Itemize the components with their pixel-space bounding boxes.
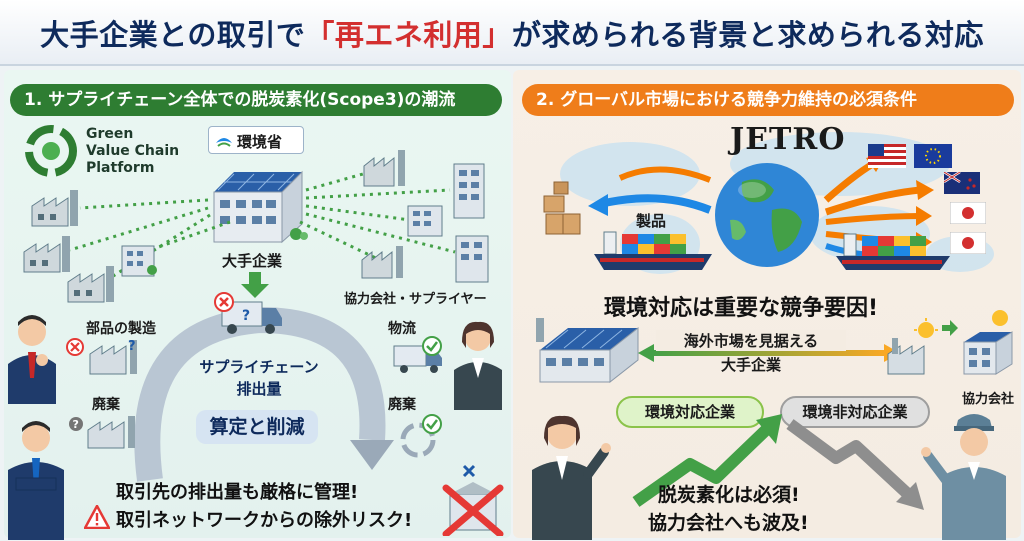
gvc-line-1: Green xyxy=(86,126,134,142)
title-prefix: 大手企業との取引で xyxy=(40,18,306,52)
cargo-boxes-icon xyxy=(543,181,581,235)
businessman-thinking-icon xyxy=(8,315,56,404)
supplier-office-icon xyxy=(121,245,157,277)
supplier-tower-icon xyxy=(453,163,485,219)
disposal-right-label: 廃棄 xyxy=(388,397,416,413)
partner-label: 協力会社 xyxy=(962,392,1015,407)
ministry-badge: 環境省 xyxy=(208,126,304,154)
check-icon xyxy=(422,336,442,356)
non-eco-company-pill: 環境非対応企業 xyxy=(780,396,930,428)
jetro-logo: JETRO xyxy=(730,122,846,157)
factory-icon xyxy=(87,416,135,449)
supplier-connection-lines xyxy=(69,170,456,280)
competitive-factor-headline: 環境対応は重要な競争要因! xyxy=(604,296,879,321)
supplier-factory-icon xyxy=(67,266,114,303)
supplier-factory-icon xyxy=(363,150,405,187)
cargo-ship-icon xyxy=(594,231,712,270)
suppliers-label: 協力会社・サプライヤー xyxy=(344,292,487,307)
supplier-factory-icon xyxy=(31,190,78,227)
gvc-line-2: Value Chain xyxy=(86,143,180,159)
gvc-line-3: Platform xyxy=(86,160,155,176)
eco-company-pill: 環境対応企業 xyxy=(616,396,764,428)
title-bar: 大手企業との取引で「再エネ利用」が求められる背景と求められる対応 xyxy=(0,0,1024,66)
down-arrow-icon xyxy=(241,272,269,298)
title-suffix: が求められる背景と求められる対応 xyxy=(511,18,984,52)
right-message-1: 脱炭素化は必須! xyxy=(658,484,800,506)
gvc-logo-text: Green Value Chain Platform xyxy=(86,126,179,177)
page-title: 大手企業との取引で「再エネ利用」が求められる背景と求められる対応 xyxy=(0,12,1024,54)
big-company-label: 大手企業 xyxy=(222,252,283,270)
right-message-2: 協力会社へも波及! xyxy=(648,512,809,534)
question-icon: ? xyxy=(69,417,83,431)
product-label: 製品 xyxy=(636,212,667,230)
parts-manufacturing-label: 部品の製造 xyxy=(86,321,156,337)
businesswoman-icon xyxy=(454,321,502,410)
cargo-ship-icon xyxy=(836,233,950,270)
supplier-factory-icon xyxy=(361,246,403,279)
solar-factory-icon xyxy=(536,318,639,384)
supplier-factory-icon xyxy=(23,236,70,273)
warning-icon xyxy=(84,505,110,529)
ministry-icon xyxy=(216,138,232,147)
supplier-tower-icon xyxy=(455,235,489,283)
partner-factory-icon xyxy=(887,318,938,375)
ministry-label: 環境省 xyxy=(237,133,283,151)
businessman-icon xyxy=(8,421,64,540)
cycle-title-line-1: サプライチェーン xyxy=(199,358,319,376)
left-panel-header: 1. サプライチェーン全体での脱炭素化(Scope3)の潮流 xyxy=(10,84,502,116)
trend-arrows xyxy=(632,414,924,510)
svg-text:?: ? xyxy=(128,339,136,354)
big-company-building-icon xyxy=(213,170,308,244)
cross-icon xyxy=(214,292,234,312)
disposal-left-label: 廃棄 xyxy=(92,397,120,413)
svg-text:?: ? xyxy=(242,308,250,324)
japan-flag-icon xyxy=(950,232,986,254)
factory-icon: ? xyxy=(89,339,137,375)
us-flag-icon xyxy=(868,144,906,168)
right-arrow-icon xyxy=(942,320,958,336)
partner-solar-building-icon xyxy=(963,310,1013,375)
nz-flag-icon xyxy=(944,172,980,194)
right-panel-header: 2. グローバル市場における競争力維持の必須条件 xyxy=(522,84,1014,116)
delivery-truck-icon: ? xyxy=(221,301,282,334)
logistics-label: 物流 xyxy=(388,321,416,337)
excluded-supplier-icon xyxy=(442,464,504,536)
left-message-1: 取引先の排出量も厳格に管理! xyxy=(116,482,359,503)
worker-pointing-icon xyxy=(921,414,1006,540)
cross-icon xyxy=(66,338,84,356)
title-highlight: 「再エネ利用」 xyxy=(305,18,512,52)
recycle-icon xyxy=(400,414,442,458)
cycle-title-line-2: 排出量 xyxy=(236,380,282,398)
left-message-2: 取引ネットワークからの除外リスク! xyxy=(116,510,413,531)
supplier-office-icon xyxy=(407,205,443,237)
eu-flag-icon xyxy=(914,144,952,168)
globe-icon xyxy=(715,163,819,267)
gvc-logo-icon xyxy=(25,125,77,177)
overseas-market-label-1: 海外市場を見据える xyxy=(656,330,846,351)
japan-flag-icon xyxy=(950,202,986,224)
svg-text:?: ? xyxy=(73,418,79,431)
calculate-reduce-badge: 算定と削減 xyxy=(196,410,318,444)
overseas-market-label-2: 大手企業 xyxy=(720,356,781,374)
businesswoman-pointing-icon xyxy=(532,415,611,540)
